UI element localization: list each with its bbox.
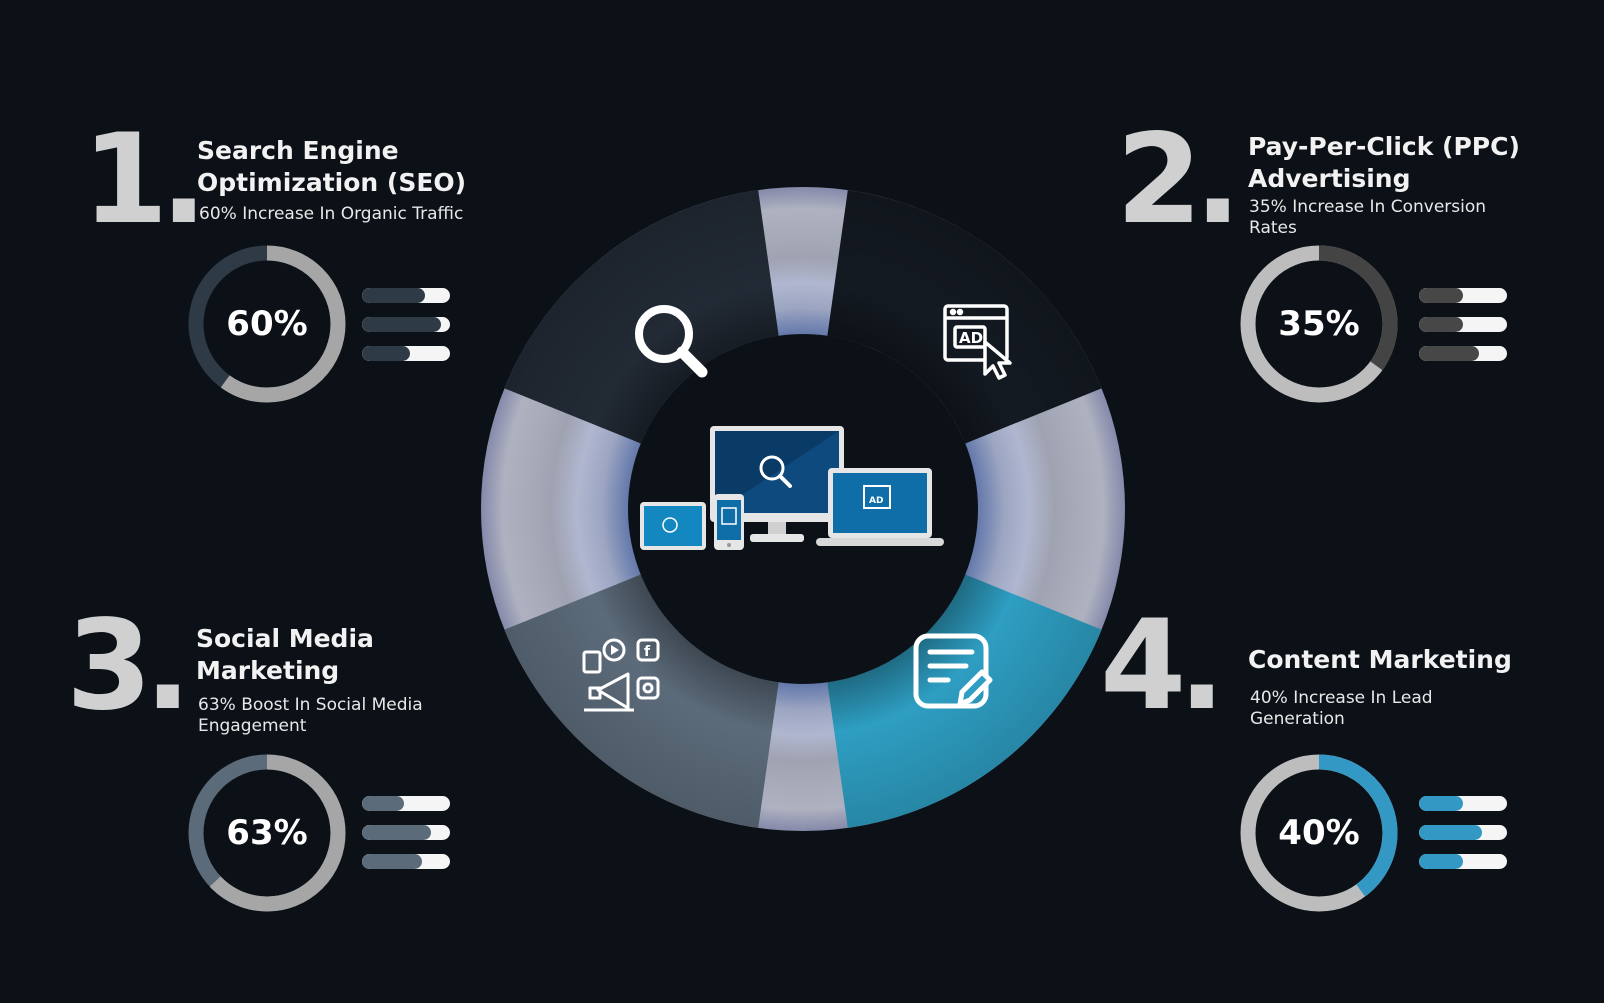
level-bar-fill	[1419, 854, 1463, 869]
level-bar	[1419, 825, 1507, 840]
level-bar-fill	[1419, 288, 1463, 303]
level-bar-fill	[362, 825, 431, 840]
level-bar-fill	[362, 346, 411, 361]
section-title-line-1: Pay-Per-Click (PPC)	[1248, 132, 1520, 161]
level-bar	[1419, 288, 1507, 303]
progress-ring-fill	[1240, 245, 1398, 403]
progress-ring: 40%	[1240, 754, 1398, 912]
level-bars	[362, 796, 450, 883]
progress-ring-label: 35%	[1278, 304, 1360, 344]
progress-ring: 60%	[188, 245, 346, 403]
progress-ring-fill	[1240, 754, 1398, 912]
section-title-line-2: Marketing	[196, 656, 340, 685]
level-bar-fill	[362, 288, 426, 303]
level-bar-fill	[362, 854, 422, 869]
level-bar-fill	[1419, 796, 1463, 811]
section-subtitle: 63% Boost In Social Media Engagement	[198, 695, 423, 736]
devices-icon: AD	[640, 426, 944, 550]
center-wheel: AD f	[480, 186, 1126, 832]
level-bar-fill	[362, 796, 405, 811]
level-bar-fill	[362, 317, 442, 332]
svg-text:AD: AD	[869, 496, 883, 506]
svg-text:AD: AD	[959, 329, 983, 347]
progress-ring-svg	[188, 754, 346, 912]
level-bar	[1419, 854, 1507, 869]
level-bars	[1419, 288, 1507, 375]
level-bar	[1419, 317, 1507, 332]
level-bar-fill	[1419, 346, 1479, 361]
social-megaphone-icon: f	[582, 638, 660, 712]
section-title-line-1: Content Marketing	[1248, 645, 1512, 674]
section-subtitle: 35% Increase In Conversion Rates	[1249, 197, 1487, 238]
level-bar	[362, 854, 450, 869]
level-bar-fill	[1419, 825, 1483, 840]
section-number: 3.	[66, 594, 191, 738]
progress-ring-svg	[1240, 245, 1398, 403]
section-subtitle: 60% Increase In Organic Traffic	[199, 204, 464, 224]
progress-ring-label: 40%	[1278, 813, 1360, 853]
section-title-line-2: Advertising	[1248, 164, 1411, 193]
progress-ring-fill	[188, 754, 346, 912]
progress-ring: 35%	[1240, 245, 1398, 403]
center-wheel-svg: AD f	[481, 187, 1125, 831]
section-title-line-2: Optimization (SEO)	[197, 168, 467, 197]
level-bars	[362, 288, 450, 375]
progress-ring-svg	[188, 245, 346, 403]
level-bar	[362, 346, 450, 361]
svg-text:f: f	[644, 644, 651, 660]
level-bar	[1419, 796, 1507, 811]
section-title-line-1: Search Engine	[197, 136, 399, 165]
progress-ring-fill	[188, 245, 346, 403]
level-bar	[1419, 346, 1507, 361]
level-bar	[362, 825, 450, 840]
level-bar	[362, 317, 450, 332]
section-subtitle: 40% Increase In Lead Generation	[1250, 688, 1433, 729]
level-bar-fill	[1419, 317, 1463, 332]
magnifier-icon	[635, 305, 708, 378]
progress-ring-label: 60%	[226, 304, 308, 344]
level-bar	[362, 796, 450, 811]
document-edit-icon	[913, 633, 993, 709]
section-number: 1.	[82, 108, 207, 252]
progress-ring: 63%	[188, 754, 346, 912]
section-number: 4.	[1100, 594, 1225, 738]
ad-click-icon: AD	[943, 304, 1012, 380]
progress-ring-svg	[1240, 754, 1398, 912]
section-number: 2.	[1116, 108, 1241, 252]
level-bars	[1419, 796, 1507, 883]
level-bar	[362, 288, 450, 303]
section-title-line-1: Social Media	[196, 624, 374, 653]
progress-ring-label: 63%	[226, 813, 308, 853]
